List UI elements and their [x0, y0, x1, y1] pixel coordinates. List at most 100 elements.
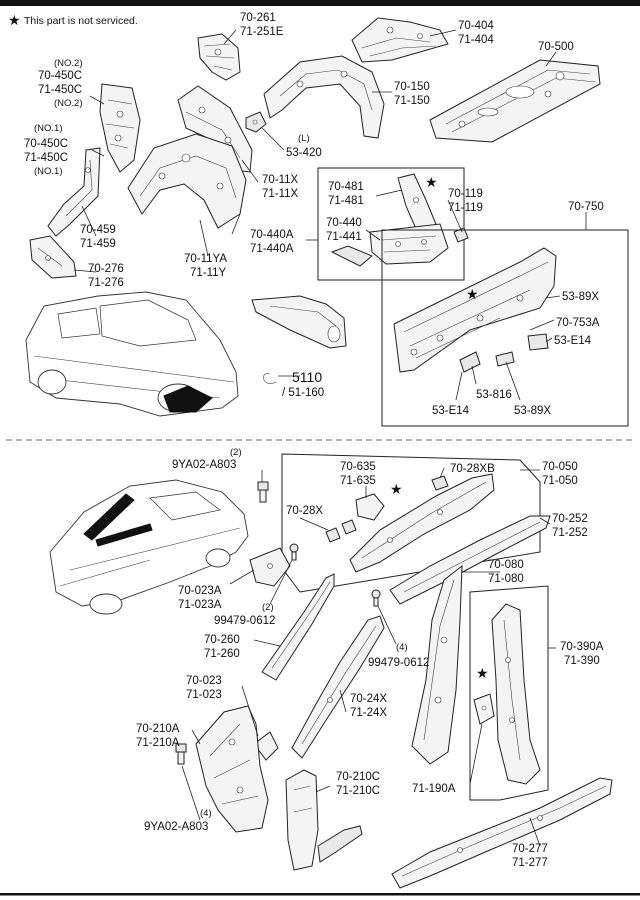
label-53-e14-right: 53-E14 [554, 335, 592, 347]
label-71-252: 71-252 [552, 527, 588, 539]
label-70-277: 70-277 [512, 843, 548, 855]
star-marker-70-390a: ★ [476, 665, 489, 681]
group-box-70-750 [381, 229, 629, 427]
label-70-261: 70-261 [240, 12, 276, 24]
label-qty-2-top: (2) [230, 447, 242, 458]
part-70-440-lamp-housing [369, 223, 449, 265]
label-no2-top: (NO.2) [54, 58, 83, 69]
label-70-440a: 70-440A [250, 229, 294, 241]
part-70-635-bracket [355, 493, 385, 521]
part-70-023-bracket [253, 731, 279, 761]
label-70-390a: 70-390A [560, 641, 604, 653]
star-marker-70-481: ★ [425, 174, 438, 190]
bolt-99479-0612-left [289, 543, 299, 561]
label-71-635: 71-635 [340, 475, 376, 487]
part-70-24x-front-pillar-inner [291, 615, 385, 759]
label-70-24x: 70-24X [350, 693, 387, 705]
part-70-260-front-pillar-reinforcement [261, 573, 335, 681]
label-no1-bottom: (NO.1) [34, 166, 63, 177]
label-70-023a: 70-023A [178, 585, 222, 597]
label-71-459: 71-459 [80, 238, 116, 250]
label-9ya02-a803-top: 9YA02-A803 [172, 459, 236, 471]
part-53-816-bracket [459, 351, 515, 373]
label-70-500: 70-500 [538, 41, 574, 53]
label-no2-bottom: (NO.2) [54, 98, 83, 109]
part-70-753a-bracket [527, 333, 549, 351]
part-70-252-roof-rail-outer [389, 515, 551, 605]
part-70-404-gusset [351, 17, 449, 63]
label-71-11x: 71-11X [262, 188, 299, 200]
part-70-28x-clips [325, 519, 357, 543]
label-53-420: 53-420 [286, 147, 322, 159]
label-71-277: 71-277 [512, 857, 548, 869]
label-70-210c: 70-210C [336, 771, 380, 783]
label-70-481: 70-481 [328, 181, 364, 193]
label-qty-4-bolt: (4) [396, 642, 408, 653]
label-71-080: 71-080 [488, 573, 524, 585]
part-70-080-pillar-outer [411, 564, 463, 765]
part-71-441-strip [330, 245, 373, 267]
part-70-390a-center-pillar [491, 603, 541, 785]
label-71-119: 71-119 [448, 202, 483, 214]
label-70-260: 70-260 [204, 634, 240, 646]
label-qty-4-bottom: (4) [200, 808, 212, 819]
label-70-28xb: 70-28XB [450, 463, 495, 475]
label-71-450c-no1: 71-450C [24, 152, 68, 164]
part-70-023a-bracket [249, 547, 291, 587]
label-70-210a: 70-210A [136, 723, 180, 735]
top-rule [0, 0, 640, 6]
part-70-500-rear-floor [429, 59, 601, 143]
label-70-753a: 70-753A [556, 317, 600, 329]
group-box-70-390a [469, 585, 549, 801]
label-71-390: 71-390 [564, 655, 600, 667]
label-70-28x: 70-28X [286, 505, 323, 517]
bottom-rule [0, 893, 640, 896]
part-70-750-rear-panel [393, 247, 557, 373]
label-70-150: 70-150 [394, 81, 430, 93]
label-70-11x: 70-11X [262, 174, 299, 186]
label-9ya02-a803-bottom: 9YA02-A803 [144, 821, 208, 833]
label-70-11ya: 70-11YA [184, 253, 227, 265]
not-serviced-note: This part is not serviced. [24, 15, 138, 27]
label-71-210c: 71-210C [336, 785, 380, 797]
label-71-251e: 71-251E [240, 26, 284, 38]
label-71-441: 71-441 [326, 231, 362, 243]
label-53-e14-bottom: 53-E14 [432, 405, 470, 417]
star-marker-70-750: ★ [466, 286, 479, 302]
label-no1-top: (NO.1) [34, 123, 63, 134]
label-71-11y: 71-11Y [190, 267, 227, 279]
part-5110-rear-lamp [251, 295, 347, 349]
label-71-450c-no2: 71-450C [38, 84, 82, 96]
label-70-050: 70-050 [542, 461, 578, 473]
label-70-404: 70-404 [458, 20, 494, 32]
label-71-481: 71-481 [328, 195, 364, 207]
sedan-rear-view-illustration [25, 291, 239, 417]
part-51-160-bulb [263, 373, 277, 384]
label-51-160: / 51-160 [282, 387, 324, 399]
part-70-28xb-clip [431, 475, 449, 491]
part-70-150-wheel-house [263, 55, 385, 139]
sedan-front-view-illustration [49, 479, 249, 615]
label-71-210a: 71-210A [136, 737, 180, 749]
label-70-252: 70-252 [552, 513, 588, 525]
label-99479-0612-right: 99479-0612 [368, 657, 429, 669]
label-left-side: (L) [298, 133, 310, 144]
label-70-450c-no1: 70-450C [24, 138, 68, 150]
label-71-24x: 71-24X [350, 707, 387, 719]
leader-lines [73, 29, 587, 847]
bolt-99479-0612-right [371, 589, 381, 607]
not-serviced-star-icon: ★ [8, 12, 21, 28]
label-71-440a: 71-440A [250, 243, 294, 255]
bolt-9ya02-a803-top [257, 481, 269, 503]
label-71-023a: 71-023A [178, 599, 222, 611]
part-70-261-bracket [197, 33, 241, 81]
label-71-260: 71-260 [204, 648, 240, 660]
label-qty-2-bolt: (2) [262, 602, 274, 613]
bolt-9ya02-a803-bottom [175, 743, 187, 765]
label-71-190a: 71-190A [412, 783, 456, 795]
part-70-276-panel [29, 235, 77, 279]
label-70-750: 70-750 [568, 201, 604, 213]
label-53-89x-bottom: 53-89X [514, 405, 551, 417]
